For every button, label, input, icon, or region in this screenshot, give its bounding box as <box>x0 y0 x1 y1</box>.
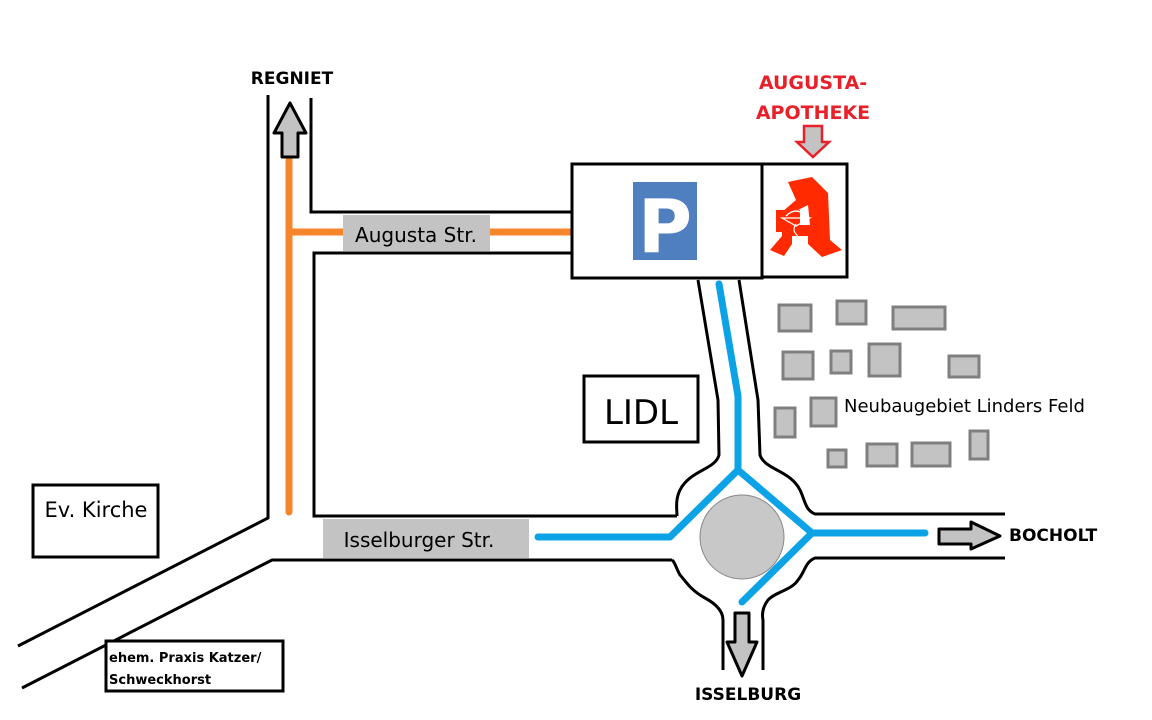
augusta-street-label: Augusta Str. <box>355 223 477 247</box>
lidl-box <box>582 374 700 444</box>
road-edge-north-west <box>17 95 270 648</box>
blue-route-ring-west <box>534 466 742 541</box>
isselburger-street-label-bg <box>323 519 529 558</box>
roundabout-island <box>699 494 785 580</box>
house <box>835 299 868 326</box>
praxis-label-line2: Schweckhorst <box>109 673 211 688</box>
destination-east: BOCHOLT <box>1009 526 1098 546</box>
isselburger-street-label: Isselburger Str. <box>344 528 495 552</box>
augusta-street-label-bg <box>343 215 490 251</box>
parking-icon: P <box>638 184 692 270</box>
house <box>865 442 899 468</box>
house <box>781 350 815 381</box>
parking-sign <box>633 182 697 260</box>
road-edge-east-lower <box>761 556 1005 670</box>
road-outlines <box>17 95 1005 690</box>
lidl-label: LIDL <box>604 393 678 433</box>
praxis-box <box>104 639 285 693</box>
house <box>826 448 848 469</box>
blue-route-ring-south <box>738 529 816 606</box>
house <box>809 396 838 428</box>
house <box>947 354 981 379</box>
house <box>867 342 902 378</box>
road-edge-north-east <box>309 98 572 214</box>
praxis-label-line1: ehem. Praxis Katzer/ <box>109 651 262 666</box>
house <box>968 429 990 461</box>
church-label: Ev. Kirche <box>45 498 148 522</box>
pharmacy-label-line2: APOTHEKE <box>756 102 870 124</box>
destination-north: REGNIET <box>251 69 334 89</box>
house <box>829 349 853 375</box>
road-edge-access-east <box>737 279 1005 516</box>
road-edge-south-west <box>671 558 725 670</box>
house <box>773 406 797 439</box>
road-edge-access-west <box>675 279 721 517</box>
arrow-south-icon <box>725 611 759 678</box>
new-development-label: Neubaugebiet Linders Feld <box>844 396 1085 417</box>
house <box>910 441 952 468</box>
destination-south: ISSELBURG <box>695 685 801 705</box>
blue-route-access <box>715 280 742 474</box>
blue-route <box>534 280 929 606</box>
arrow-north-icon <box>272 101 308 159</box>
house <box>777 303 813 333</box>
new-development-houses <box>773 299 990 469</box>
road-edge-augusta-lower <box>312 251 677 518</box>
pharmacy-label-line1: AUGUSTA- <box>759 72 867 94</box>
arrow-east-icon <box>937 520 1002 551</box>
apotheke-logo-icon <box>770 177 842 257</box>
pharmacy-pointer-arrow-icon <box>793 124 833 159</box>
church-box <box>31 483 160 559</box>
house <box>891 305 947 331</box>
